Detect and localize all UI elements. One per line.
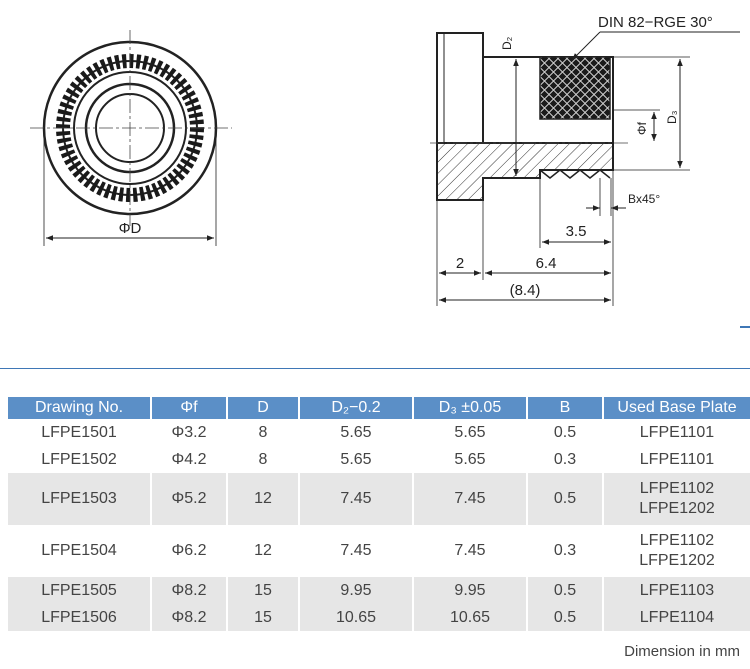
cell-drawing-no: LFPE1505 <box>8 577 150 604</box>
od-label: ΦD <box>119 220 142 237</box>
section-hatch <box>436 142 614 201</box>
cell-f: Φ3.2 <box>171 423 207 441</box>
cell-f: Φ4.2 <box>171 450 207 468</box>
technical-drawing: ΦD DIN 82−RGE 30° D₂ D₃ Φf Bx45° <box>30 14 740 306</box>
units-note: Dimension in mm <box>624 643 740 660</box>
table-row: LFPE1505 Φ8.2 15 9.95 9.95 0.5 LFPE1103 <box>8 577 750 604</box>
cell-d2: 9.95 <box>300 577 412 604</box>
cell-b: 0.5 <box>528 577 602 604</box>
cell-f: Φ8.2 <box>152 577 226 604</box>
cell-base-plate: LFPE1101 <box>604 446 750 473</box>
knurl-band <box>539 56 611 120</box>
cell-d2: 7.45 <box>340 542 372 559</box>
cell-drawing-no: LFPE1503 <box>8 473 150 525</box>
base-plate-value: LFPE1102 <box>639 532 715 549</box>
cell-d2: 5.65 <box>340 450 372 468</box>
dim2-label: 2 <box>456 255 464 272</box>
cell-f: Φ8.2 <box>152 604 226 631</box>
base-plate-value: LFPE1102 <box>639 480 715 497</box>
cell-d: 8 <box>258 423 268 441</box>
cell-base-plate: LFPE1101 <box>604 419 750 446</box>
cell-b: 0.3 <box>553 542 577 559</box>
col-header-d2: D₂−0.2 <box>300 397 412 419</box>
cell-b: 0.3 <box>553 450 577 468</box>
cell-base-plate: LFPE1102 LFPE1202 <box>604 473 750 525</box>
col-header-d: D <box>228 397 298 419</box>
col-header-drawing-no: Drawing No. <box>8 397 150 419</box>
base-plate-value: LFPE1101 <box>639 450 715 468</box>
base-plate-value: LFPE1104 <box>639 608 715 626</box>
cell-d3: 7.45 <box>414 473 526 525</box>
col-header-f: Φf <box>152 397 226 419</box>
side-view: DIN 82−RGE 30° D₂ D₃ Φf Bx45° 3.5 2 6.4 <box>430 14 740 306</box>
dim84-label: (8.4) <box>510 282 541 299</box>
chamfer-label: Bx45° <box>628 192 660 206</box>
cell-d2: 7.45 <box>300 473 412 525</box>
f-label: Φf <box>635 121 649 135</box>
base-plate-value: LFPE1101 <box>639 423 715 441</box>
cell-d2: 5.65 <box>340 423 372 441</box>
dim35-label: 3.5 <box>566 223 587 240</box>
col-header-b: B <box>528 397 602 419</box>
cell-base-plate: LFPE1103 <box>604 577 750 604</box>
table-header-row: Drawing No. Φf D D₂−0.2 D₃ ±0.05 B Used … <box>8 397 750 419</box>
cell-b: 0.5 <box>528 473 602 525</box>
base-plate-value: LFPE1103 <box>639 581 715 599</box>
section-divider <box>0 368 750 369</box>
spec-table: Drawing No. Φf D D₂−0.2 D₃ ±0.05 B Used … <box>6 397 750 631</box>
cell-f: Φ5.2 <box>152 473 226 525</box>
din-label: DIN 82−RGE 30° <box>598 14 713 31</box>
cell-d: 12 <box>228 473 298 525</box>
col-header-base-plate: Used Base Plate <box>604 397 750 419</box>
col-header-d3: D₃ ±0.05 <box>414 397 526 419</box>
base-plate-value: LFPE1202 <box>639 500 715 517</box>
table-row: LFPE1502 Φ4.2 8 5.65 5.65 0.3 LFPE1101 <box>8 446 750 473</box>
cell-d3: 5.65 <box>454 450 486 468</box>
cell-d3: 9.95 <box>414 577 526 604</box>
cell-d: 8 <box>258 450 268 468</box>
cell-drawing-no: LFPE1506 <box>8 604 150 631</box>
d2-label: D₂ <box>500 36 514 50</box>
dim64-label: 6.4 <box>536 255 557 272</box>
cell-d: 15 <box>228 577 298 604</box>
table-row: LFPE1504 Φ6.2 12 7.45 7.45 0.3 LFPE1102 … <box>8 525 750 577</box>
cell-d: 12 <box>254 542 272 559</box>
divider-tick <box>740 326 750 328</box>
cell-drawing-no: LFPE1501 <box>41 423 117 441</box>
cell-b: 0.5 <box>553 423 577 441</box>
cell-base-plate: LFPE1102 LFPE1202 <box>604 525 750 577</box>
front-view: ΦD <box>30 30 232 246</box>
cell-b: 0.5 <box>528 604 602 631</box>
cell-drawing-no: LFPE1502 <box>41 450 117 468</box>
d3-label: D₃ <box>665 110 679 124</box>
cell-d3: 10.65 <box>414 604 526 631</box>
cell-base-plate: LFPE1104 <box>604 604 750 631</box>
cell-d: 15 <box>228 604 298 631</box>
cell-f: Φ6.2 <box>171 542 207 559</box>
table-row: LFPE1501 Φ3.2 8 5.65 5.65 0.5 LFPE1101 <box>8 419 750 446</box>
table-row: LFPE1503 Φ5.2 12 7.45 7.45 0.5 LFPE1102 … <box>8 473 750 525</box>
base-plate-value: LFPE1202 <box>639 552 715 569</box>
table-row: LFPE1506 Φ8.2 15 10.65 10.65 0.5 LFPE110… <box>8 604 750 631</box>
cell-d3: 7.45 <box>454 542 486 559</box>
din-leader <box>571 31 601 61</box>
cell-drawing-no: LFPE1504 <box>41 542 117 559</box>
cell-d2: 10.65 <box>300 604 412 631</box>
knurl-section-teeth <box>539 169 611 179</box>
cell-d3: 5.65 <box>454 423 486 441</box>
